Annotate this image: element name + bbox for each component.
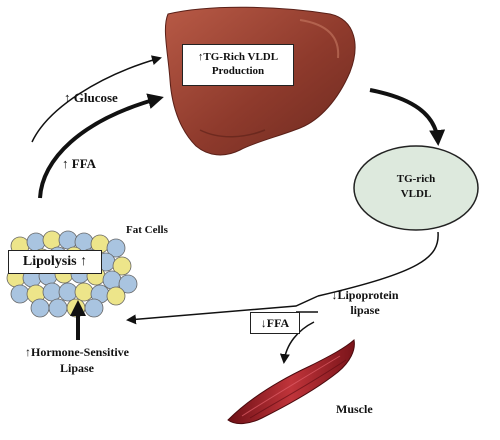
hsl-label-line1: ↑Hormone-Sensitive — [25, 345, 129, 359]
hsl-label: ↑Hormone-Sensitive Lipase — [2, 344, 152, 376]
lipoprotein-lipase-line2: lipase — [350, 303, 380, 317]
lipoprotein-lipase-line1: ↓Lipoprotein — [331, 288, 399, 302]
lipolysis-box: Lipolysis ↑ — [8, 250, 102, 274]
fat-cells-cluster — [6, 230, 138, 318]
ffa-arrow — [38, 93, 164, 199]
vldl-production-line1: ↑TG-Rich VLDL — [197, 51, 279, 63]
vldl-ellipse — [353, 145, 479, 231]
ffa-box: ↓FFA — [250, 312, 300, 334]
ffa-label: ↑ FFA — [62, 156, 97, 171]
vldl-label-line1: TG-rich — [396, 173, 436, 185]
vldl-label: TG-rich VLDL — [372, 172, 460, 202]
glucose-arrow — [31, 55, 162, 143]
vldl-label-line2: VLDL — [400, 188, 432, 200]
muscle-illustration — [227, 339, 355, 425]
glucose-label: ↑ Glucose — [64, 90, 118, 105]
lipoprotein-lipase-label: ↓Lipoprotein lipase — [318, 288, 412, 318]
lipase-to-muscle-arrow — [279, 321, 315, 364]
vldl-production-line2: Production — [211, 65, 265, 77]
hsl-label-line2: Lipase — [59, 361, 94, 375]
muscle-label: Muscle — [336, 402, 373, 416]
vldl-to-lipase-line — [317, 231, 439, 297]
lipase-to-fat-arrow — [126, 295, 319, 325]
fat-cells-label: Fat Cells — [126, 224, 168, 236]
liver-to-vldl-arrow — [369, 88, 446, 146]
vldl-production-box: ↑TG-Rich VLDL Production — [182, 44, 294, 86]
